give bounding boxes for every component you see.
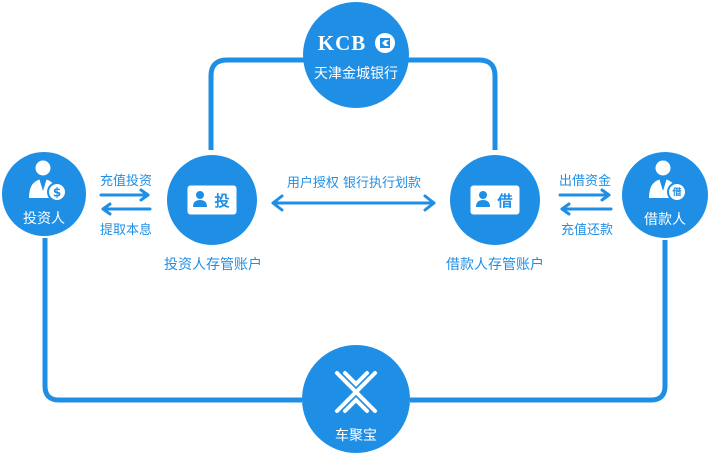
- user-borrow-icon: [642, 158, 688, 204]
- flow-label-recharge-invest: 充值投资: [99, 174, 152, 189]
- borrower-label: 借款人: [644, 212, 686, 228]
- flow-label-repay: 充值还款: [560, 223, 613, 238]
- bank-to-borrower-account-line: [405, 57, 498, 150]
- kcb-logo-text: KCB: [317, 31, 367, 55]
- user-dollar-icon: $: [22, 158, 68, 204]
- account-to-investor-arrow: [101, 202, 152, 216]
- id-card-icon: [470, 185, 520, 215]
- platform-label: 车聚宝: [335, 428, 377, 444]
- investor-to-platform-line: [42, 238, 302, 403]
- borrower-account-card-char: 借: [497, 192, 513, 210]
- investor-label: 投资人: [23, 211, 65, 227]
- borrower-to-platform-line: [410, 240, 668, 403]
- bank-node: [303, 2, 409, 108]
- chejubao-logo-icon: [333, 369, 379, 415]
- borrower-badge-char: 借: [672, 188, 682, 198]
- investor-account-card-char: 投: [214, 192, 230, 210]
- borrower-account-label: 借款人存管账户: [446, 257, 544, 273]
- bank-to-investor-account-line: [208, 57, 305, 150]
- investor-account-label: 投资人存管账户: [164, 257, 262, 273]
- bank-label: 天津金城银行: [314, 66, 398, 82]
- investor-to-account-arrow: [99, 188, 150, 202]
- kcb-logo-icon: [375, 33, 395, 53]
- between-accounts-arrow: [271, 194, 436, 212]
- borrower-to-account-arrow: [560, 202, 613, 216]
- flow-label-withdraw: 提取本息: [99, 223, 152, 238]
- svg-text:$: $: [53, 186, 61, 200]
- flow-label-authorize-transfer: 用户授权 银行执行划款: [286, 176, 422, 191]
- account-to-borrower-arrow: [558, 188, 611, 202]
- flow-label-lend-funds: 出借资金: [558, 174, 611, 189]
- id-card-icon: [187, 185, 237, 215]
